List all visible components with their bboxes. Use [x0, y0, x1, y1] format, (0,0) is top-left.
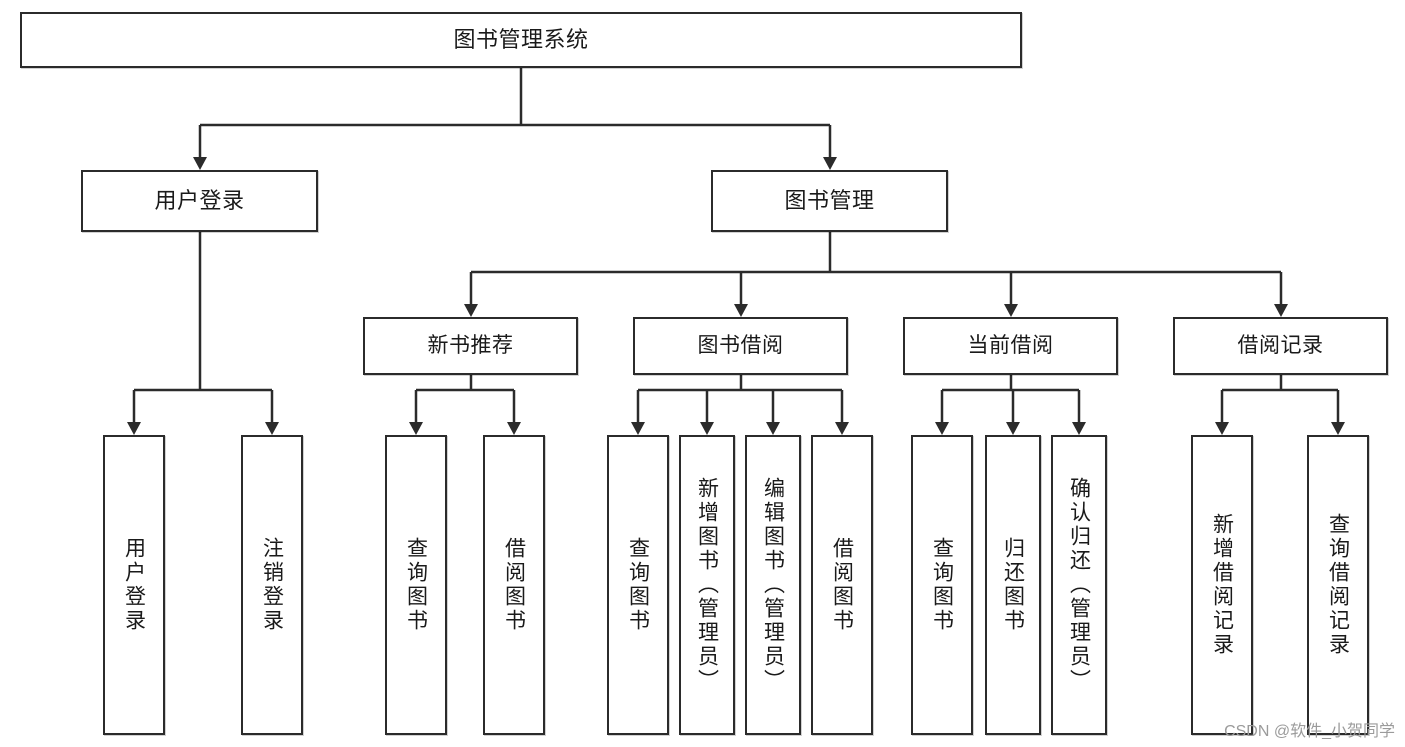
- arrowhead-icon: [766, 422, 780, 435]
- arrowhead-icon: [409, 422, 423, 435]
- node-leaf-4[interactable]: 借阅图书: [483, 435, 545, 735]
- node-borrow[interactable]: 图书借阅: [633, 317, 848, 375]
- arrowhead-icon: [631, 422, 645, 435]
- node-leaf-6[interactable]: 新增图书（管理员）: [679, 435, 735, 735]
- node-leaf-12[interactable]: 新增借阅记录: [1191, 435, 1253, 735]
- node-label: 图书管理系统: [453, 27, 589, 53]
- node-root[interactable]: 图书管理系统: [20, 12, 1022, 68]
- node-leaf-9[interactable]: 查询图书: [911, 435, 973, 735]
- node-leaf-1[interactable]: 用户登录: [103, 435, 165, 735]
- watermark-text: CSDN @软件_小贺同学: [1224, 723, 1395, 740]
- node-login[interactable]: 用户登录: [81, 170, 318, 232]
- node-label: 新增借阅记录: [1210, 513, 1234, 657]
- arrowhead-icon: [1215, 422, 1229, 435]
- arrowhead-icon: [1004, 304, 1018, 317]
- node-leaf-7[interactable]: 编辑图书（管理员）: [745, 435, 801, 735]
- node-label: 新增图书（管理员）: [695, 477, 719, 693]
- node-leaf-13[interactable]: 查询借阅记录: [1307, 435, 1369, 735]
- node-leaf-11[interactable]: 确认归还（管理员）: [1051, 435, 1107, 735]
- node-current[interactable]: 当前借阅: [903, 317, 1118, 375]
- arrowhead-icon: [127, 422, 141, 435]
- node-leaf-3[interactable]: 查询图书: [385, 435, 447, 735]
- node-label: 确认归还（管理员）: [1067, 477, 1091, 693]
- node-bookmgmt[interactable]: 图书管理: [711, 170, 948, 232]
- arrowhead-icon: [464, 304, 478, 317]
- node-label: 用户登录: [122, 537, 146, 633]
- node-label: 查询图书: [930, 537, 954, 633]
- arrowhead-icon: [1331, 422, 1345, 435]
- node-label: 当前借阅: [967, 333, 1054, 357]
- arrowhead-icon: [265, 422, 279, 435]
- arrowhead-icon: [1274, 304, 1288, 317]
- arrowhead-icon: [734, 304, 748, 317]
- arrowhead-icon: [835, 422, 849, 435]
- arrowhead-icon: [1006, 422, 1020, 435]
- node-label: 编辑图书（管理员）: [761, 477, 785, 693]
- node-leaf-8[interactable]: 借阅图书: [811, 435, 873, 735]
- node-label: 注销登录: [260, 537, 284, 633]
- node-records[interactable]: 借阅记录: [1173, 317, 1388, 375]
- arrowhead-icon: [507, 422, 521, 435]
- edge-group: [127, 68, 1345, 435]
- node-label: 归还图书: [1001, 537, 1025, 633]
- arrowhead-icon: [193, 157, 207, 170]
- node-label: 借阅图书: [502, 537, 526, 633]
- node-newbooks[interactable]: 新书推荐: [363, 317, 578, 375]
- node-leaf-2[interactable]: 注销登录: [241, 435, 303, 735]
- node-label: 借阅图书: [830, 537, 854, 633]
- arrowhead-icon: [700, 422, 714, 435]
- node-label: 查询借阅记录: [1326, 513, 1350, 657]
- node-label: 用户登录: [154, 188, 245, 214]
- node-leaf-5[interactable]: 查询图书: [607, 435, 669, 735]
- node-leaf-10[interactable]: 归还图书: [985, 435, 1041, 735]
- arrowhead-icon: [935, 422, 949, 435]
- node-label: 图书借阅: [697, 333, 784, 357]
- arrowhead-icon: [823, 157, 837, 170]
- node-label: 借阅记录: [1237, 333, 1324, 357]
- node-label: 图书管理: [784, 188, 875, 214]
- node-label: 查询图书: [626, 537, 650, 633]
- arrowhead-icon: [1072, 422, 1086, 435]
- node-label: 查询图书: [404, 537, 428, 633]
- node-label: 新书推荐: [427, 333, 514, 357]
